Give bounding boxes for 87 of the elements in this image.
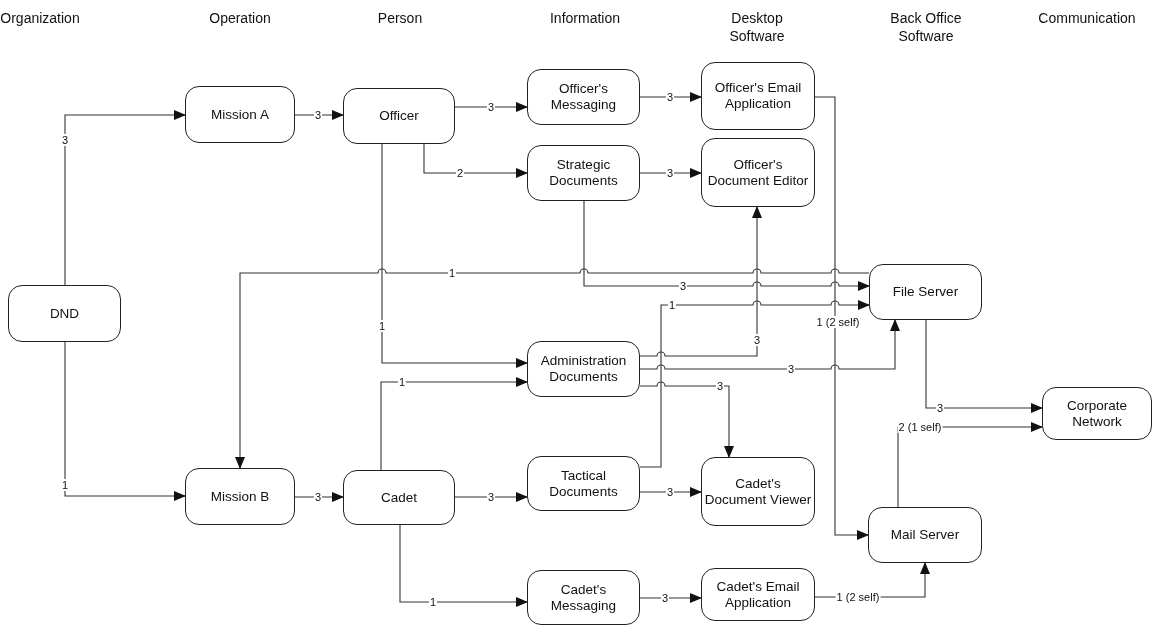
arrow: [399, 524, 528, 607]
node-label: Strategic Documents: [548, 157, 619, 189]
process-box: [701, 457, 815, 526]
arrow: [454, 492, 528, 502]
arrow: [294, 492, 344, 502]
arrow: [639, 92, 702, 102]
node-label: Cadet: [380, 489, 418, 506]
node-label: Officer: [378, 108, 420, 124]
process-box: [343, 470, 455, 525]
edge-label: 3: [486, 490, 496, 504]
edge-label: 3: [678, 279, 688, 293]
node-label: Officer's Document Editor: [706, 156, 810, 189]
arrow: [64, 341, 186, 501]
arrow: [639, 593, 702, 603]
process-box: [869, 264, 982, 320]
node-label: Mission B: [209, 488, 271, 505]
node-label: Officer's Email Application: [713, 80, 803, 112]
edge-label: 3: [60, 133, 70, 147]
column-header: Organization: [0, 10, 81, 28]
node-label: Cadet's Document Viewer: [703, 475, 813, 508]
process-box: [701, 138, 815, 207]
arrow: [381, 143, 528, 368]
process-box: [527, 570, 640, 625]
edge-label: 3: [665, 485, 675, 499]
process-box: [527, 456, 640, 511]
edge-label: 1: [428, 595, 438, 609]
column-header: Communication: [1037, 10, 1137, 28]
edge-label: 1 (2 self): [835, 590, 881, 604]
edge-label: 1: [397, 375, 407, 389]
process-box: [185, 468, 295, 525]
arrow: [639, 487, 702, 497]
node-label: Cadet's Email Application: [715, 578, 801, 611]
edge-label: 3: [486, 100, 496, 114]
process-box: [185, 86, 295, 143]
edge-label: 3: [665, 90, 675, 104]
arrow: [925, 319, 1043, 413]
arrow: [235, 268, 870, 469]
column-header: Operation: [208, 10, 272, 28]
node-label: Cadet's Messaging: [549, 581, 618, 614]
column-header: Information: [548, 10, 621, 28]
process-box: [8, 285, 121, 342]
arrow: [814, 96, 869, 540]
arrow: [423, 143, 528, 178]
edge-label: 3: [313, 108, 323, 122]
node-label: Corporate Network: [1065, 397, 1128, 430]
edge-label: 1: [447, 266, 457, 280]
arrow: [454, 102, 528, 112]
edge-label: 3: [660, 591, 670, 605]
edge-label: 3: [665, 166, 675, 180]
node-label: Mail Server: [889, 527, 961, 543]
process-box: [343, 88, 455, 144]
edge-label: 3: [313, 490, 323, 504]
arrow: [583, 200, 870, 291]
arrow: [380, 377, 528, 471]
process-box: [701, 62, 815, 130]
arrow: [639, 381, 734, 458]
column-header: Person: [376, 10, 424, 28]
node-label: Officer's Messaging: [549, 81, 618, 113]
arrow: [294, 110, 344, 120]
edge-label: 3: [715, 379, 725, 393]
arrow: [64, 110, 186, 286]
node-label: Mission A: [210, 106, 270, 123]
arrow: [639, 300, 870, 468]
process-box: [868, 507, 982, 563]
edge-label: 2: [455, 166, 465, 180]
arrow: [639, 168, 702, 178]
edge-label: 3: [752, 333, 762, 347]
process-box: [701, 568, 815, 621]
edge-label: 2 (1 self): [897, 420, 943, 434]
edge-label: 3: [786, 362, 796, 376]
edge-label: 1 (2 self): [815, 315, 861, 329]
node-label: DND: [48, 305, 81, 322]
node-label: Administration Documents: [539, 353, 628, 385]
edge-label: 1: [377, 319, 387, 333]
process-box: [527, 145, 640, 201]
process-box: [527, 341, 640, 397]
node-label: File Server: [891, 284, 960, 300]
arrow: [639, 206, 762, 357]
process-box: [1042, 387, 1152, 440]
arrow: [639, 319, 900, 370]
edge-label: 1: [60, 478, 70, 492]
process-box: [527, 69, 640, 125]
edge-label: 1: [667, 298, 677, 312]
column-header: Back Office Software: [889, 10, 963, 45]
node-label: Tactical Documents: [548, 467, 619, 500]
column-header: Desktop Software: [728, 10, 786, 45]
edge-label: 3: [935, 401, 945, 415]
